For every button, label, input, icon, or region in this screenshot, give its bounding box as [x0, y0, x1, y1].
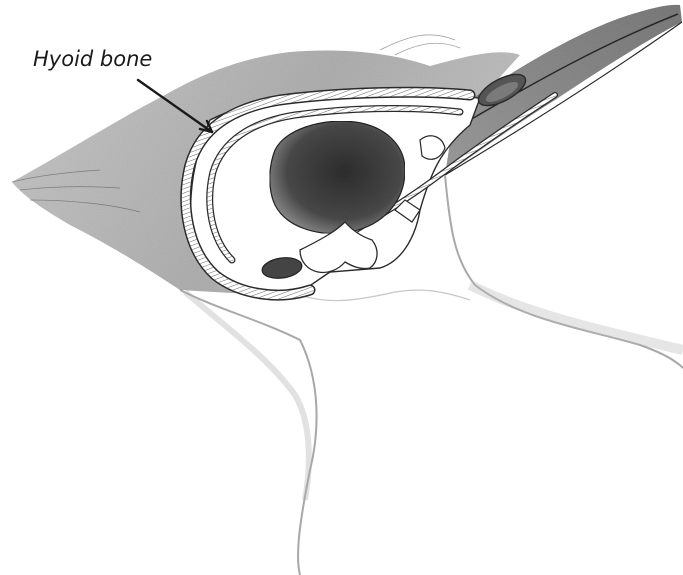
- hyoid-bone-label: Hyoid bone: [33, 47, 152, 71]
